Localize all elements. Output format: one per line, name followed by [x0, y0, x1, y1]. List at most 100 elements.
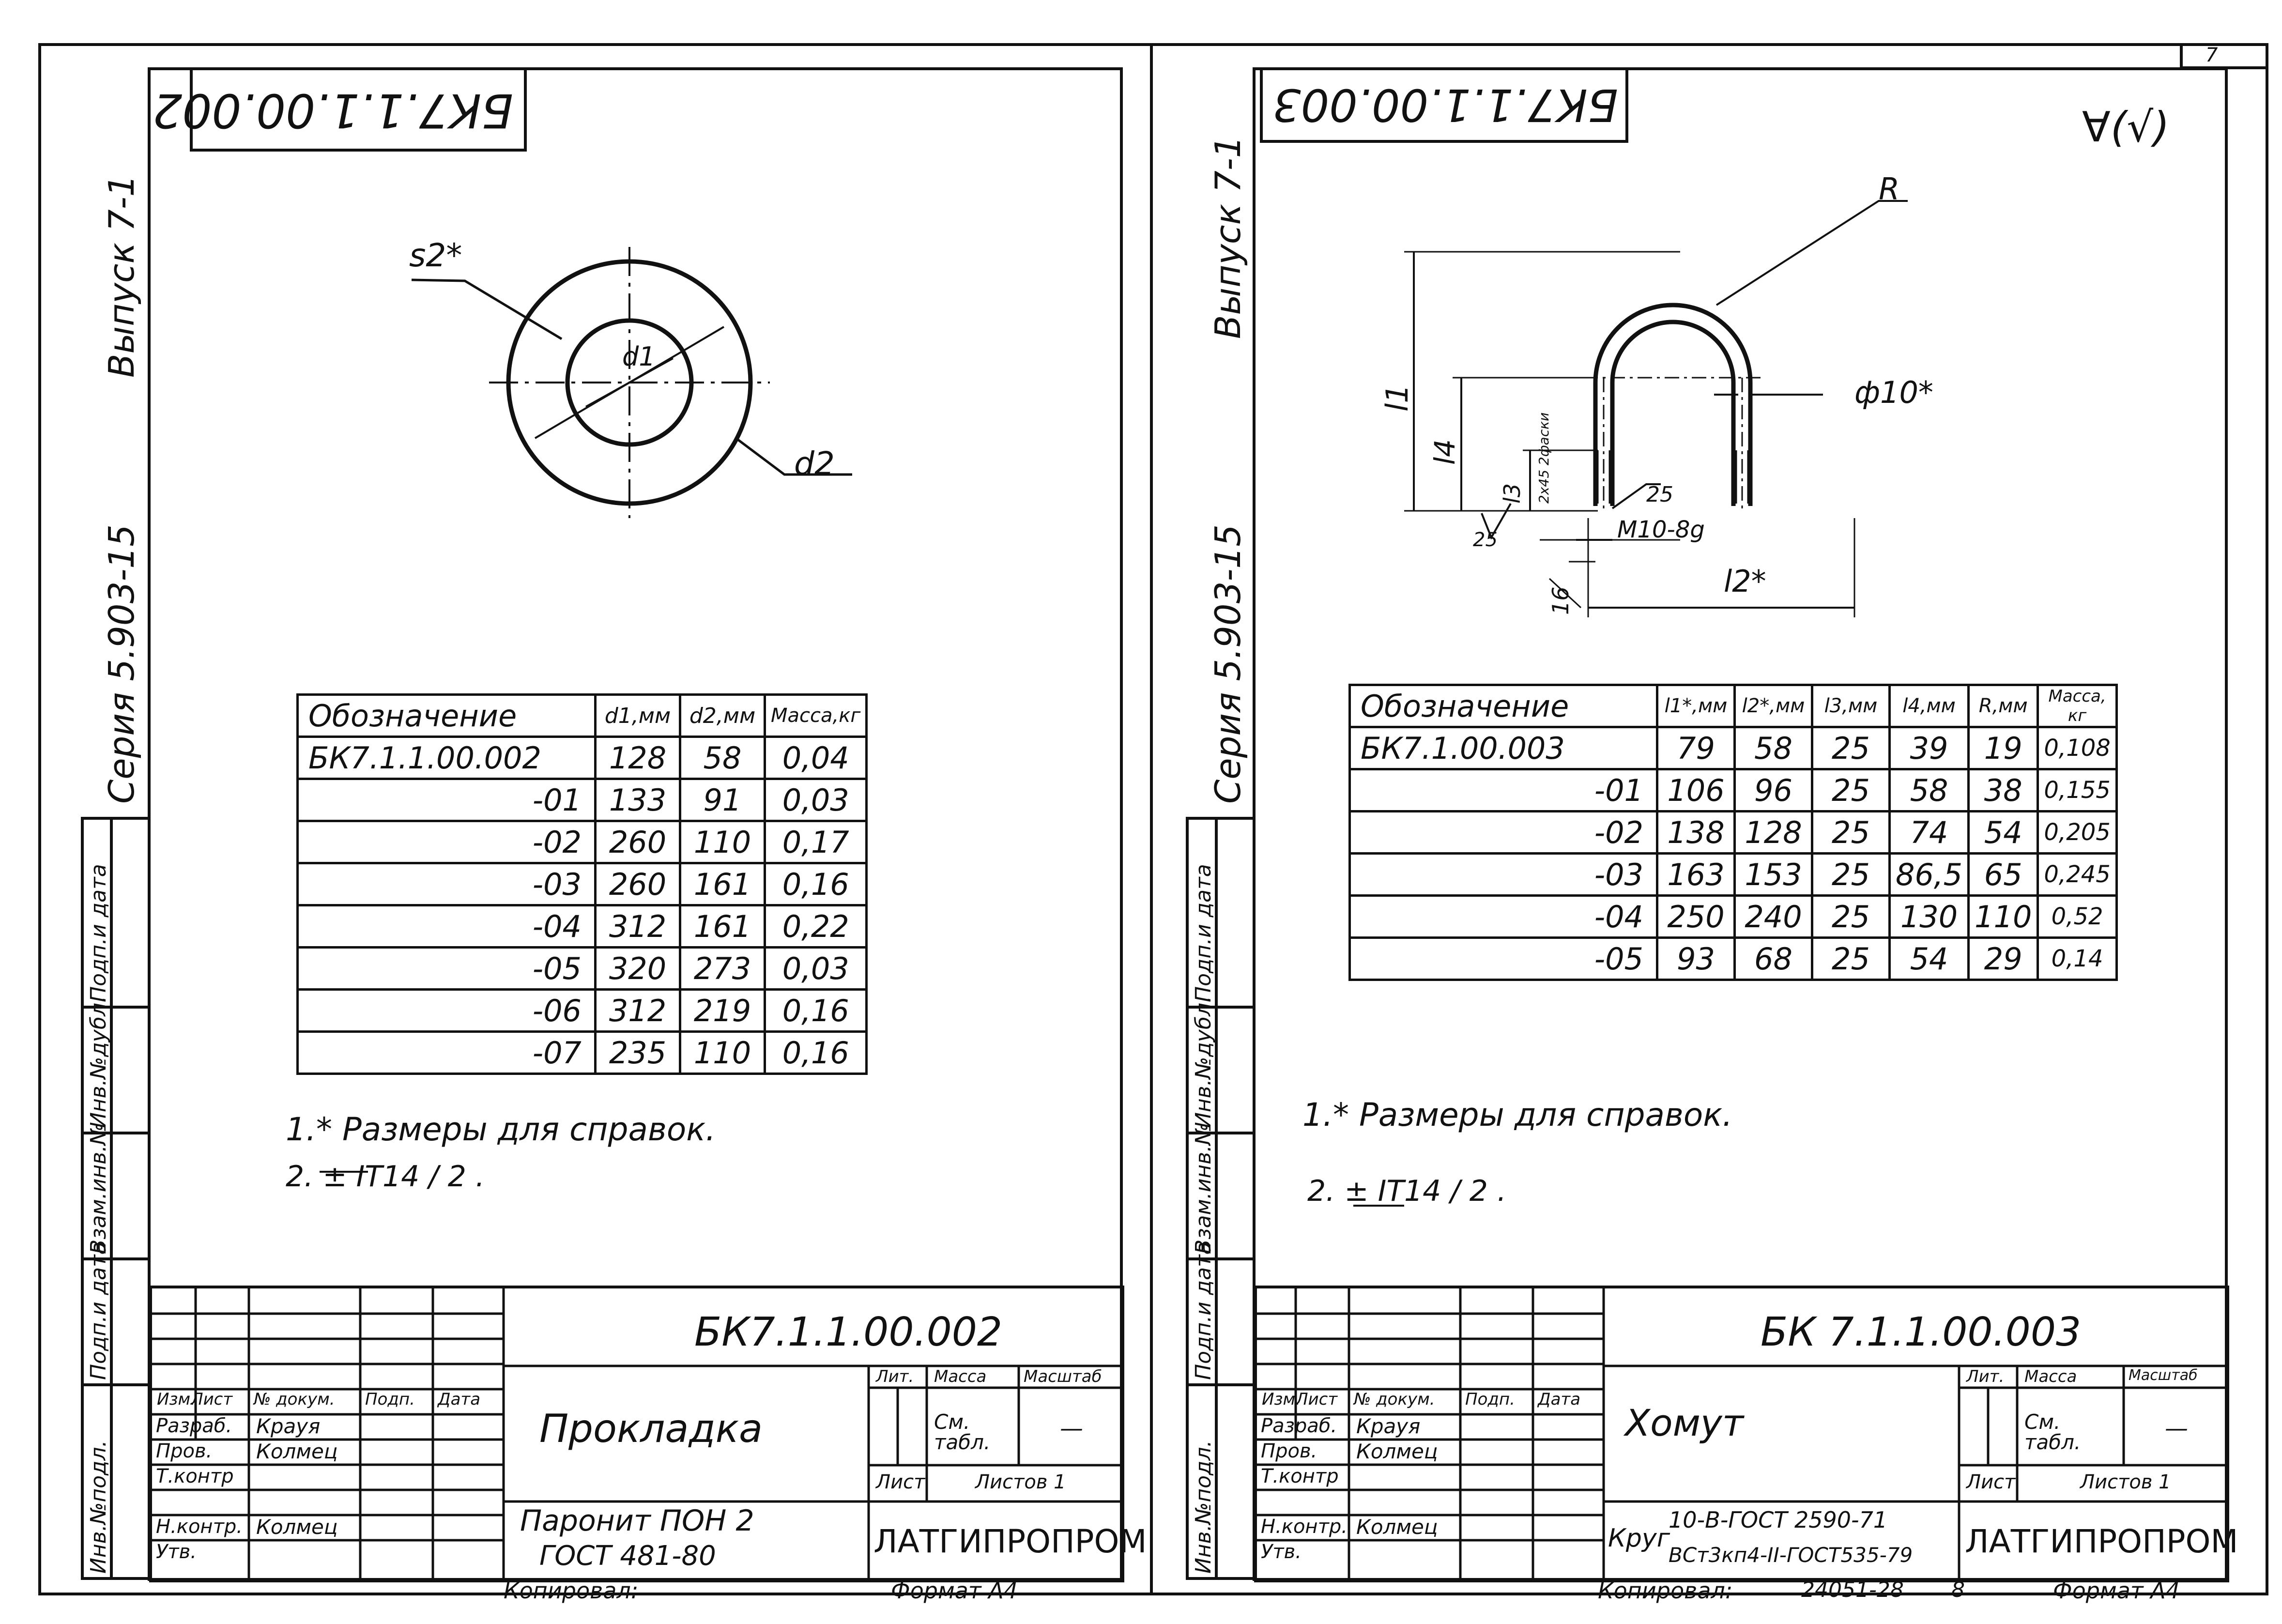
- table-cell: 74: [1888, 810, 1970, 855]
- col-header: Обозначение: [296, 693, 597, 738]
- washer-drawing: [411, 247, 852, 518]
- left-issue: Выпуск 7-1: [101, 174, 142, 378]
- outer-border: [38, 43, 2268, 1595]
- table-cell: 161: [679, 904, 766, 949]
- right-note-1: 1.* Размеры для справок.: [1302, 1096, 1733, 1134]
- right-tb-material-prefix: Круг: [1608, 1524, 1670, 1553]
- table-cell: 38: [1967, 768, 2039, 812]
- table-cell: 235: [594, 1030, 681, 1075]
- table-row: -01 106 96 25 58 38 0,155: [1348, 768, 2118, 812]
- left-tb-col-izm: Изм.: [157, 1390, 196, 1409]
- left-side-label-1: Подп.и дата: [86, 864, 111, 1002]
- ubolt-chamfer-label: 2x45 2фаски: [1536, 412, 1552, 504]
- left-tb-material: Паронит ПОН 2: [520, 1504, 754, 1538]
- ubolt-thread-label: М10-8g: [1617, 516, 1705, 543]
- table-cell: 68: [1733, 936, 1813, 981]
- table-cell: 0,52: [2037, 894, 2118, 939]
- table-cell: 130: [1888, 894, 1970, 939]
- table-cell: 58: [1733, 726, 1813, 770]
- right-side-label-4: Подп.и дата: [1191, 1241, 1216, 1380]
- left-tb-sheet: Лист: [876, 1471, 925, 1493]
- left-tb-mass-val: См. табл.: [934, 1410, 991, 1454]
- d1-dim-line: [585, 357, 674, 408]
- col-header: Обозначение: [1348, 684, 1658, 728]
- right-order: 24051-28: [1801, 1578, 1904, 1602]
- left-title-block: БК7.1.1.00.002 Лист Изм. № докум. Подп. …: [149, 1286, 1147, 1582]
- ubolt-roughness-25b: 25: [1646, 482, 1673, 507]
- right-tb-material-bot: ВСт3кп4-II-ГОСТ535-79: [1669, 1543, 1913, 1567]
- table-cell: -02: [1348, 810, 1658, 855]
- left-format: Формат А4: [891, 1578, 1018, 1604]
- right-format: Формат А4: [2053, 1578, 2180, 1604]
- s-leader: [411, 278, 563, 340]
- table-cell: 110: [1967, 894, 2039, 939]
- right-tb-role-5: Н.контр.: [1261, 1516, 1348, 1538]
- col-header: l4,мм: [1888, 684, 1970, 728]
- left-note-2: 2. ± IT14 / 2 .: [286, 1160, 485, 1194]
- left-tb-lit: Лит.: [876, 1367, 914, 1386]
- washer-d2-label: d2: [794, 445, 835, 482]
- left-tb-name-2: Колмец: [256, 1440, 338, 1463]
- right-side-label-1: Подп.и дата: [1191, 864, 1216, 1002]
- table-row: -02 260 110 0,17: [296, 820, 868, 864]
- table-row: -07 235 110 0,16: [296, 1030, 868, 1075]
- ubolt-l1-label: l1: [1379, 384, 1415, 412]
- ubolt-16-label: 16: [1547, 586, 1574, 615]
- table-cell: 312: [594, 904, 681, 949]
- table-cell: 91: [679, 778, 766, 822]
- table-cell: 0,16: [763, 1030, 868, 1075]
- table-cell: 138: [1656, 810, 1736, 855]
- table-cell: 19: [1967, 726, 2039, 770]
- table-cell: -06: [296, 988, 597, 1033]
- right-tb-role-2: Пров.: [1261, 1440, 1317, 1462]
- left-spec-table: Обозначение d1,мм d2,мм Масса,кг БК7.1.1…: [296, 693, 868, 1075]
- left-note-1: 1.* Размеры для справок.: [286, 1111, 716, 1148]
- table-cell: -07: [296, 1030, 597, 1075]
- right-tb-col-doc: № докум.: [1354, 1390, 1435, 1409]
- col-header: Масса, кг: [2037, 684, 2118, 728]
- table-cell: 0,04: [763, 735, 868, 780]
- table-cell: 260: [594, 820, 681, 864]
- right-note-2: 2. ± IT14 / 2 .: [1307, 1174, 1507, 1208]
- ubolt-l3-label: l3: [1499, 483, 1525, 504]
- col-header: d1,мм: [594, 693, 681, 738]
- table-cell: -01: [296, 778, 597, 822]
- table-cell: -04: [296, 904, 597, 949]
- right-tb-role-3: Т.контр: [1261, 1465, 1339, 1487]
- table-cell: 0,14: [2037, 936, 2118, 981]
- table-row: -02 138 128 25 74 54 0,205: [1348, 810, 2118, 855]
- table-cell: -03: [1348, 852, 1658, 897]
- left-tb-code: БК7.1.1.00.002: [694, 1309, 1003, 1355]
- right-tb-lit: Лит.: [1966, 1367, 2005, 1386]
- table-cell: 25: [1811, 852, 1891, 897]
- left-tb-mass: Масса: [934, 1367, 987, 1386]
- left-tb-role-6: Утв.: [156, 1541, 197, 1563]
- table-cell: 110: [679, 820, 766, 864]
- table-row: -03 260 161 0,16: [296, 862, 868, 906]
- table-cell: -03: [296, 862, 597, 906]
- ubolt-l2-label: l2*: [1724, 564, 1766, 599]
- table-row: -06 312 219 0,16: [296, 988, 868, 1033]
- left-tb-col-date: Дата: [438, 1390, 481, 1409]
- table-row: -04 250 240 25 130 110 0,52: [1348, 894, 2118, 939]
- table-row: -03 163 153 25 86,5 65 0,245: [1348, 852, 2118, 897]
- page-number: 7: [2205, 44, 2218, 66]
- right-issue: Выпуск 7-1: [1208, 136, 1248, 339]
- left-tb-scale: Масштаб: [1024, 1367, 1102, 1386]
- table-row: БК7.1.1.00.002 128 58 0,04: [296, 735, 868, 780]
- right-tb-sheets: Листов 1: [2080, 1471, 2171, 1493]
- right-spec-table: Обозначение l1*,мм l2*,мм l3,мм l4,мм R,…: [1348, 684, 2118, 981]
- table-cell: 25: [1811, 894, 1891, 939]
- right-tb-name-5: Колмец: [1356, 1515, 1438, 1539]
- left-side-stamp: [81, 817, 151, 1580]
- col-header: l1*,мм: [1656, 684, 1736, 728]
- table-cell: 96: [1733, 768, 1813, 812]
- table-cell: 0,155: [2037, 768, 2118, 812]
- left-tb-name: Прокладка: [539, 1406, 763, 1451]
- table-cell: БК7.1.00.003: [1348, 726, 1658, 770]
- table-row: -04 312 161 0,22: [296, 904, 868, 949]
- left-series: Серия 5.903-15: [101, 524, 142, 804]
- table-cell: БК7.1.1.00.002: [296, 735, 597, 780]
- right-tb-scale-val: —: [2165, 1415, 2188, 1442]
